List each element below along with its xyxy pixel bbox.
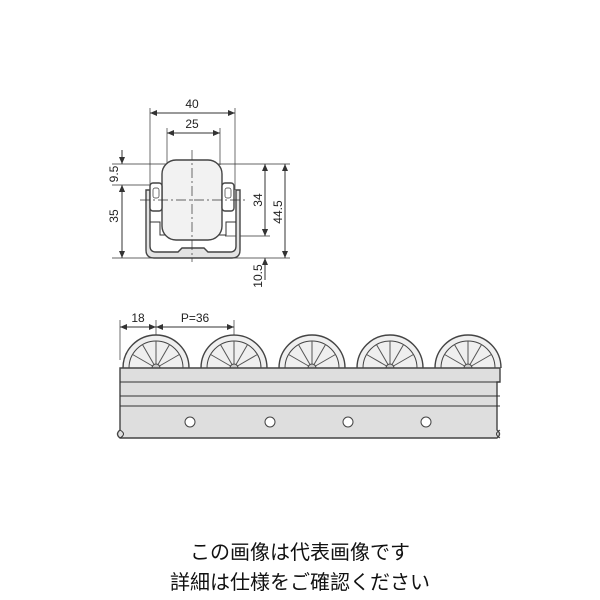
dim-9-5: 9.5: [107, 165, 121, 182]
dim-18: 18: [131, 311, 145, 325]
side-view: [116, 320, 502, 439]
dim-40: 40: [185, 97, 199, 111]
mounting-hole: [264, 416, 276, 428]
dim-34: 34: [251, 193, 265, 207]
caption-representative-image: この画像は代表画像です: [190, 540, 410, 564]
roller-wheel: [356, 334, 424, 373]
dim-44-5: 44.5: [271, 200, 285, 224]
caption-check-specs: 詳細は仕様をご確認ください: [170, 570, 430, 594]
wheel-group: [122, 334, 502, 373]
roller-wheel: [122, 334, 190, 373]
cross-section-view: [112, 108, 290, 280]
dim-35: 35: [107, 209, 121, 223]
mounting-hole: [342, 416, 354, 428]
dim-10-5: 10.5: [251, 264, 265, 288]
hole-group: [184, 416, 432, 428]
roller-wheel: [200, 334, 268, 373]
roller-wheel: [278, 334, 346, 373]
dim-25: 25: [185, 117, 199, 131]
dim-pitch: P=36: [181, 311, 210, 325]
mounting-hole: [184, 416, 196, 428]
roller-wheel: [434, 334, 502, 373]
mounting-hole: [420, 416, 432, 428]
